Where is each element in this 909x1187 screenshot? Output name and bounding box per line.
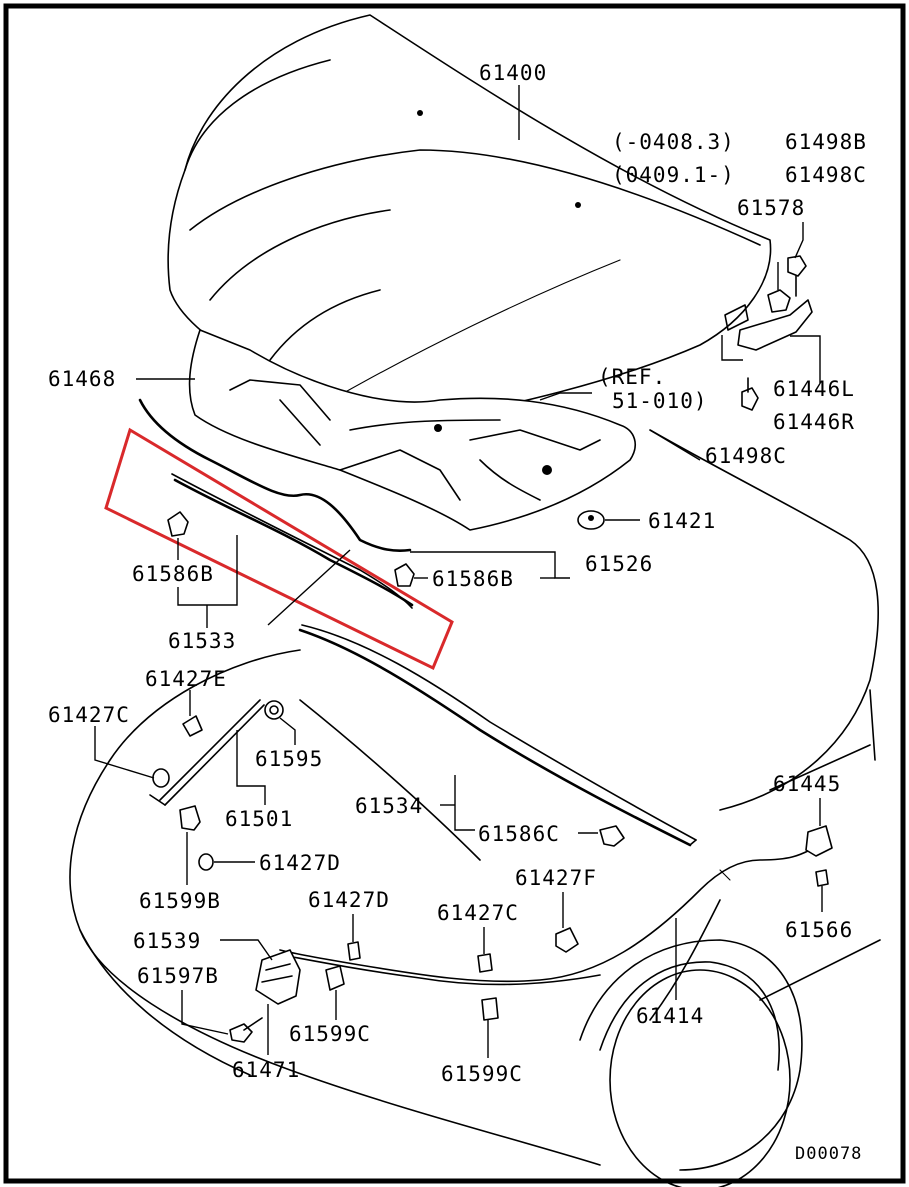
label-61586b-left: 61586B — [132, 562, 214, 586]
label-61446r: 61446R — [773, 410, 855, 434]
label-61501: 61501 — [225, 807, 293, 831]
label-61427f: 61427F — [515, 866, 597, 890]
car-body-outline — [69, 429, 881, 1187]
label-61595: 61595 — [255, 747, 323, 771]
label-61427c-mid: 61427C — [437, 901, 519, 925]
part-labels: 61400 (-0408.3) 61498B (0409.1-) 61498C … — [48, 61, 867, 1164]
hood-support-rod — [149, 699, 265, 806]
hood-inner-frame — [188, 329, 636, 531]
label-61427e: 61427E — [145, 667, 227, 691]
label-61526: 61526 — [585, 552, 653, 576]
label-61421: 61421 — [648, 509, 716, 533]
label-61586c: 61586C — [478, 822, 560, 846]
label-61533: 61533 — [168, 629, 236, 653]
label-61578: 61578 — [737, 196, 805, 220]
label-61597b: 61597B — [137, 964, 219, 988]
label-ref-line1: (REF. — [598, 365, 666, 389]
label-61446l: 61446L — [773, 377, 855, 401]
label-61498c: 61498C — [705, 444, 787, 468]
hood-panel — [167, 14, 772, 421]
label-61400: 61400 — [479, 61, 547, 85]
label-61427d-left: 61427D — [259, 851, 341, 875]
label-61498b-condition: (-0408.3) — [612, 130, 735, 154]
label-61599b: 61599B — [139, 889, 221, 913]
diagram-id: D00078 — [795, 1144, 862, 1164]
label-61599c-left: 61599C — [289, 1022, 371, 1046]
weatherstrip-61534 — [298, 624, 697, 847]
label-61599c-bottom: 61599C — [441, 1062, 523, 1086]
label-61471: 61471 — [232, 1058, 300, 1082]
label-61414: 61414 — [636, 1004, 704, 1028]
leader-lines — [94, 85, 823, 1058]
diagram-frame — [3, 3, 906, 1184]
label-61498c-condition: (0409.1-) — [612, 163, 735, 187]
small-parts — [152, 255, 833, 1043]
label-61468: 61468 — [48, 367, 116, 391]
label-61498b: 61498B — [785, 130, 867, 154]
label-61427c-left: 61427C — [48, 703, 130, 727]
label-61586b-right: 61586B — [432, 567, 514, 591]
weatherstrip-61533 — [138, 398, 414, 609]
label-61427d-mid: 61427D — [308, 888, 390, 912]
release-cable — [279, 849, 811, 986]
highlight-box — [104, 427, 454, 671]
label-61566: 61566 — [785, 918, 853, 942]
label-61498c-top: 61498C — [785, 163, 867, 187]
label-ref-line2: 51-010) — [612, 389, 708, 413]
label-61445: 61445 — [773, 772, 841, 796]
label-61539: 61539 — [133, 929, 201, 953]
label-61534: 61534 — [355, 794, 423, 818]
